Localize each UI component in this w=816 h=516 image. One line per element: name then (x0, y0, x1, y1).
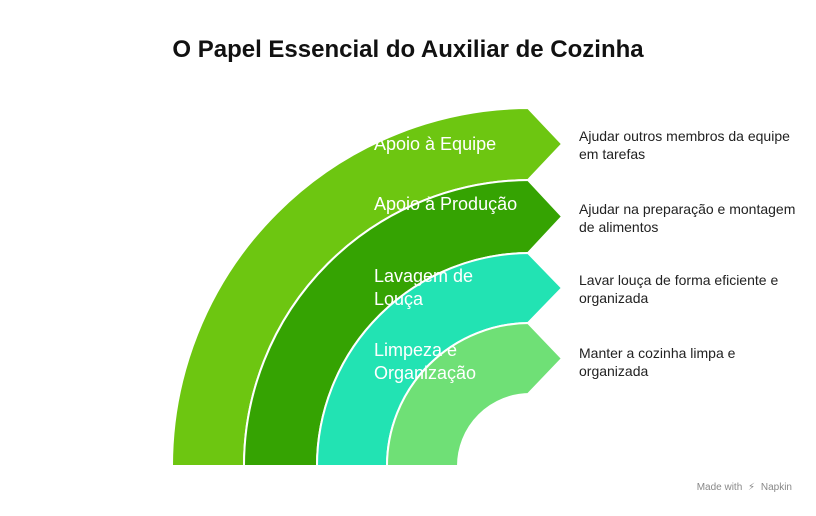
band-label-apoio-producao: Apoio à Produção (374, 194, 518, 214)
description-apoio-producao: Ajudar na preparação e montagem de alime… (579, 201, 796, 235)
napkin-logo-icon: ⚡ (748, 482, 756, 493)
band-label-apoio-equipe: Apoio à Equipe (374, 134, 497, 154)
band-label-limpeza-organizacao: Limpeza e Organização (374, 340, 477, 383)
credit-prefix: Made with (696, 482, 743, 493)
description-limpeza-organizacao: Manter a cozinha limpa e organizada (579, 345, 736, 379)
description-apoio-equipe: Ajudar outros membros da equipe em taref… (579, 128, 790, 162)
credit-brand: Napkin (760, 482, 792, 493)
description-lavagem-louca: Lavar louça de forma eficiente e organiz… (579, 272, 779, 306)
diagram-title: O Papel Essencial do Auxiliar de Cozinha (172, 36, 644, 63)
band-limpeza-organizacao (385, 322, 564, 467)
made-with-credit: Made with ⚡ Napkin (697, 482, 792, 493)
band-label-lavagem-louca: Lavagem de Louça (374, 266, 474, 309)
